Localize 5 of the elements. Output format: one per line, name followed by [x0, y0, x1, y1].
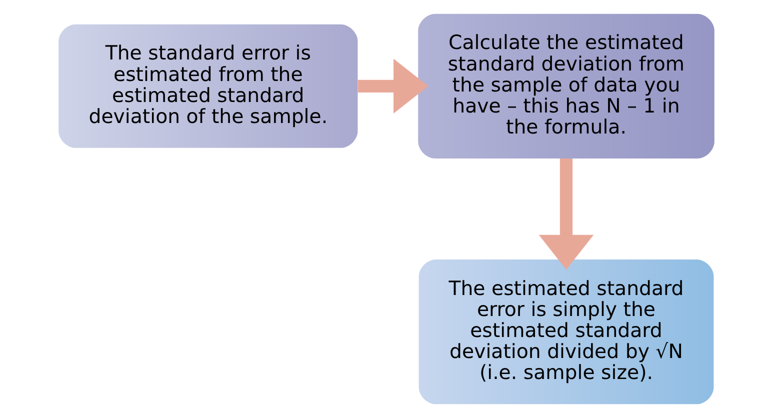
node-box: Calculate the estimated standard deviation from the sample of data you have – this has N – 1 in the formula.	[418, 14, 714, 158]
node-box: The standard error is estimated from the estimated standard deviation of the sample.	[58, 24, 358, 148]
node-box: The estimated standard error is simply the estimated standard deviation divided by √N (i.e. sample size).	[418, 260, 714, 404]
arrow	[358, 58, 428, 114]
arrow	[538, 158, 594, 270]
